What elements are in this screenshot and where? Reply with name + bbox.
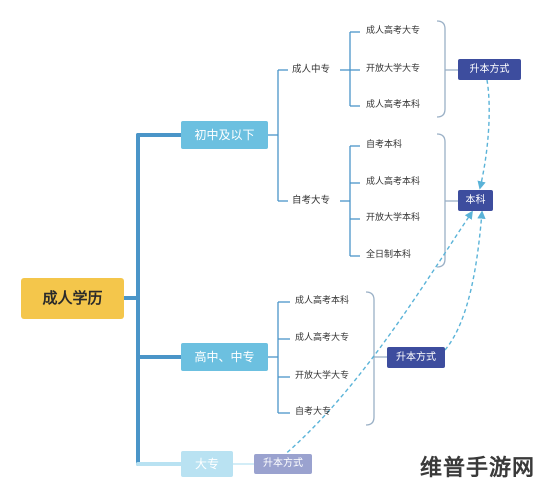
subnode-self-study-junior-college: 自考大专	[292, 195, 331, 206]
leaf-b2-1: 成人高考本科	[295, 296, 350, 306]
branch-node-junior-high[interactable]: 初中及以下	[181, 121, 268, 149]
leaf-b1-s2-4: 全日制本科	[366, 250, 412, 260]
root-trunk-lines	[122, 133, 183, 466]
method-box-3[interactable]: 升本方式	[387, 347, 445, 368]
promotion-arrows	[281, 79, 490, 458]
group-brackets	[365, 20, 458, 426]
leaf-b1-s2-3: 开放大学本科	[366, 213, 421, 223]
leaf-b2-2: 成人高考大专	[295, 333, 350, 343]
arrow-method4-to-benke	[281, 210, 473, 458]
method-box-1[interactable]: 升本方式	[458, 59, 521, 80]
root-node[interactable]: 成人学历	[21, 278, 124, 319]
branch-node-junior-college[interactable]: 大专	[181, 451, 233, 477]
branch1-lines	[268, 31, 360, 257]
method-box-4[interactable]: 升本方式	[254, 454, 312, 474]
arrow-method1-to-benke	[477, 79, 490, 190]
leaf-b1-s1-2: 开放大学大专	[366, 64, 421, 74]
leaf-b1-s2-2: 成人高考本科	[366, 177, 421, 187]
leaf-b1-s1-1: 成人高考大专	[366, 26, 421, 36]
leaf-b2-4: 自考大专	[295, 407, 332, 417]
leaf-b1-s2-1: 自考本科	[366, 140, 403, 150]
branch2-lines	[268, 301, 290, 414]
leaf-b2-3: 开放大学大专	[295, 371, 350, 381]
branch-node-senior-high[interactable]: 高中、中专	[181, 343, 268, 371]
method-box-benke[interactable]: 本科	[458, 190, 493, 211]
arrow-method3-to-benke	[444, 210, 486, 351]
watermark-logo: 维普手游网	[420, 456, 536, 481]
leaf-b1-s1-3: 成人高考本科	[366, 100, 421, 110]
subnode-adult-technical-school: 成人中专	[292, 64, 331, 75]
